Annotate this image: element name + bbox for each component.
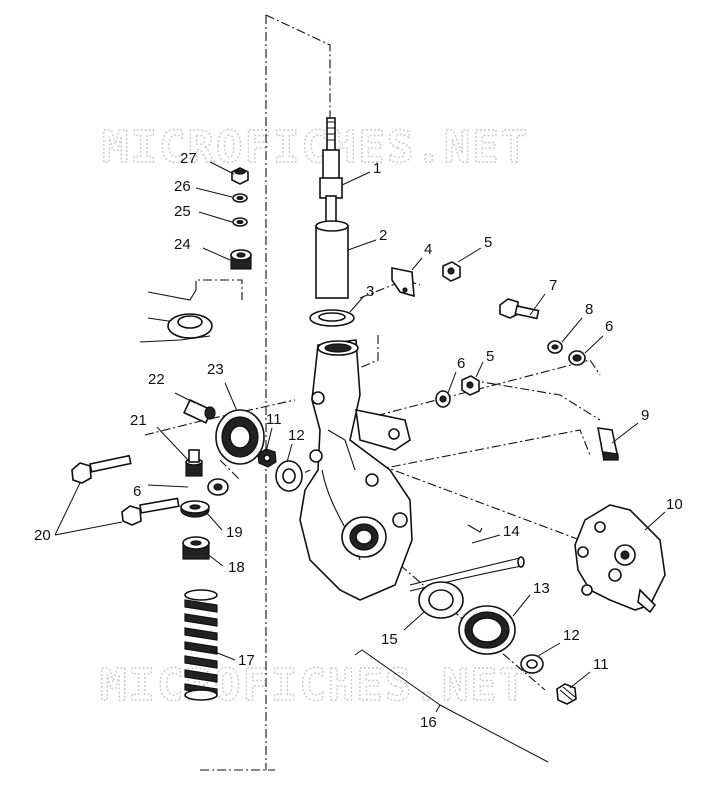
bushing-22 (183, 398, 216, 424)
label-part-25: 25 (174, 203, 191, 220)
label-part-5a: 5 (484, 234, 492, 251)
washer-8 (547, 340, 563, 354)
leader-lines (54, 161, 666, 689)
bolt-20a (71, 454, 132, 484)
bearing-23 (215, 409, 265, 465)
washer-12b (520, 654, 544, 674)
label-part-17: 17 (238, 652, 255, 669)
assembly-bracket-16 (354, 649, 549, 763)
label-part-2: 2 (379, 227, 387, 244)
washer-26 (232, 193, 248, 203)
label-part-15: 15 (381, 631, 398, 648)
shock-shaft (319, 117, 343, 227)
label-part-19: 19 (226, 524, 243, 541)
label-part-26: 26 (174, 178, 191, 195)
callout-labels: 1 2 3 4 5 5 6 6 6 7 8 9 10 11 11 12 12 1… (34, 150, 683, 731)
label-part-5b: 5 (486, 348, 494, 365)
label-part-12a: 12 (288, 427, 305, 444)
washer-12a (275, 460, 303, 492)
watermark-bottom: MICROFICHES.NET (100, 660, 527, 711)
bracket (391, 267, 415, 298)
washer-25 (232, 217, 248, 227)
label-part-11a: 11 (266, 411, 282, 428)
bolt-7 (499, 298, 540, 320)
brake-caliper-10 (574, 504, 666, 614)
watermark-top: MICROFICHES.NET (102, 122, 529, 173)
nut-19 (180, 500, 210, 518)
nut-11b (556, 683, 577, 705)
brake-pad-9 (597, 427, 619, 461)
label-part-18: 18 (228, 559, 245, 576)
label-part-6a: 6 (457, 355, 465, 372)
nut-5b (461, 375, 480, 396)
seal-ring-15 (418, 581, 464, 619)
label-part-20: 20 (34, 527, 51, 544)
label-part-22: 22 (148, 371, 165, 388)
nut-21 (185, 449, 203, 477)
label-part-27: 27 (180, 150, 197, 167)
label-part-21: 21 (130, 412, 147, 429)
brake-line-14 (409, 524, 525, 592)
washer-6b (568, 350, 586, 366)
bearing-13 (458, 605, 516, 655)
nut-11a (257, 448, 277, 468)
washer-6c (207, 478, 229, 496)
label-part-10: 10 (666, 496, 683, 513)
label-part-3: 3 (366, 283, 374, 300)
label-part-16: 16 (420, 714, 437, 731)
label-part-24: 24 (174, 236, 191, 253)
label-part-23: 23 (207, 361, 224, 378)
label-part-13: 13 (533, 580, 550, 597)
label-part-14: 14 (503, 523, 520, 540)
centerlines (144, 14, 601, 771)
label-part-8: 8 (585, 301, 593, 318)
nut-27 (231, 167, 249, 185)
label-part-11b: 11 (593, 656, 609, 673)
top-washer (309, 309, 355, 327)
nut-5a (442, 261, 461, 282)
shock-tube (315, 220, 349, 299)
label-part-7: 7 (549, 277, 557, 294)
bolt-20b (121, 497, 180, 526)
label-part-6b: 6 (605, 318, 613, 335)
spindle-housing (299, 339, 413, 601)
spring-17 (184, 589, 218, 701)
label-part-4: 4 (424, 241, 432, 258)
label-part-12b: 12 (563, 627, 580, 644)
label-part-9: 9 (641, 407, 649, 424)
spacer-18 (182, 536, 210, 560)
bushing-24 (230, 249, 252, 270)
label-part-6c: 6 (133, 483, 141, 500)
washer-6a (435, 390, 451, 408)
label-part-1: 1 (373, 160, 381, 177)
upper-arm-fragment (139, 279, 243, 343)
